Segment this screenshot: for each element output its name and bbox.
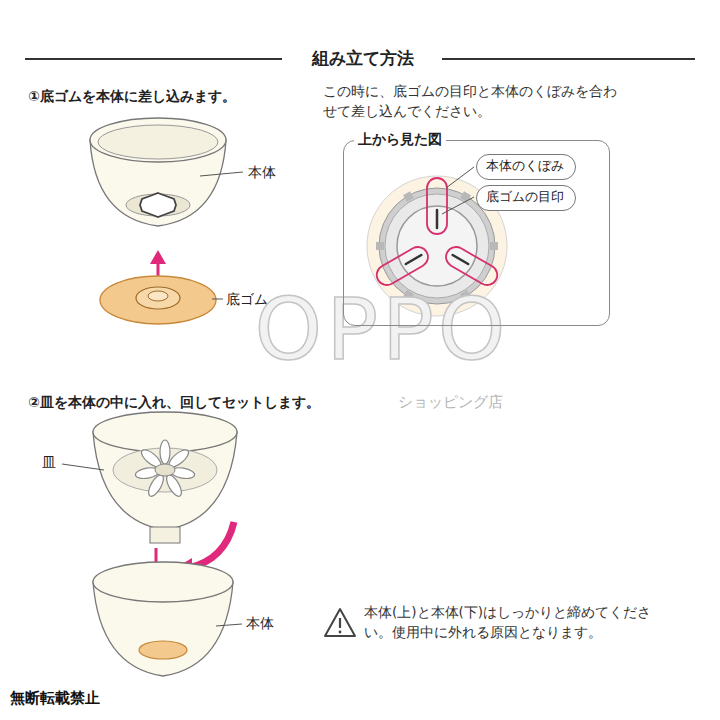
part-name: 本体 <box>246 613 274 633</box>
watermark: ショッピング店 <box>398 392 503 414</box>
part-name: 皿 <box>42 452 56 472</box>
watermark: OPPO <box>232 282 532 377</box>
inset-heading: 上から見た図 <box>354 130 446 150</box>
note-text: この時に、底ゴムの目印と本体のくぼみを合わせて差し込んでください。 <box>323 82 623 121</box>
callout-pill: 本体のくぼみ <box>476 154 576 180</box>
leader-line <box>446 167 474 188</box>
inset-box: 上から見た図本体のくぼみ底ゴムの目印 <box>343 140 610 326</box>
leader-line <box>200 172 243 176</box>
bowl-body <box>90 118 226 226</box>
leader-line <box>216 624 242 626</box>
warning-icon <box>325 609 355 636</box>
leader-line <box>442 197 474 214</box>
step-text: ②皿を本体の中に入れ、回してセットします。 <box>28 392 358 412</box>
leader-line <box>62 464 104 470</box>
title-rule <box>25 58 282 60</box>
bottom-rubber <box>100 276 216 324</box>
callout-text: 底ゴムの目印 <box>486 188 566 207</box>
title: 組み立て方法 <box>285 46 440 71</box>
callout-text: 本体のくぼみ <box>486 157 566 176</box>
part-name: 本体 <box>248 162 276 182</box>
warning-text: 本体(上)と本体(下)はしっかりと締めてください。使用中に外れる原因となります。 <box>364 603 674 642</box>
notice-text: 無断転載禁止 <box>10 688 100 710</box>
title-rule <box>442 58 695 60</box>
step-text: ①底ゴムを本体に差し込みます。 <box>28 86 328 106</box>
dish <box>93 412 237 543</box>
leader-line <box>212 299 223 300</box>
callout-pill: 底ゴムの目印 <box>476 185 576 211</box>
bowl-body <box>93 562 233 676</box>
